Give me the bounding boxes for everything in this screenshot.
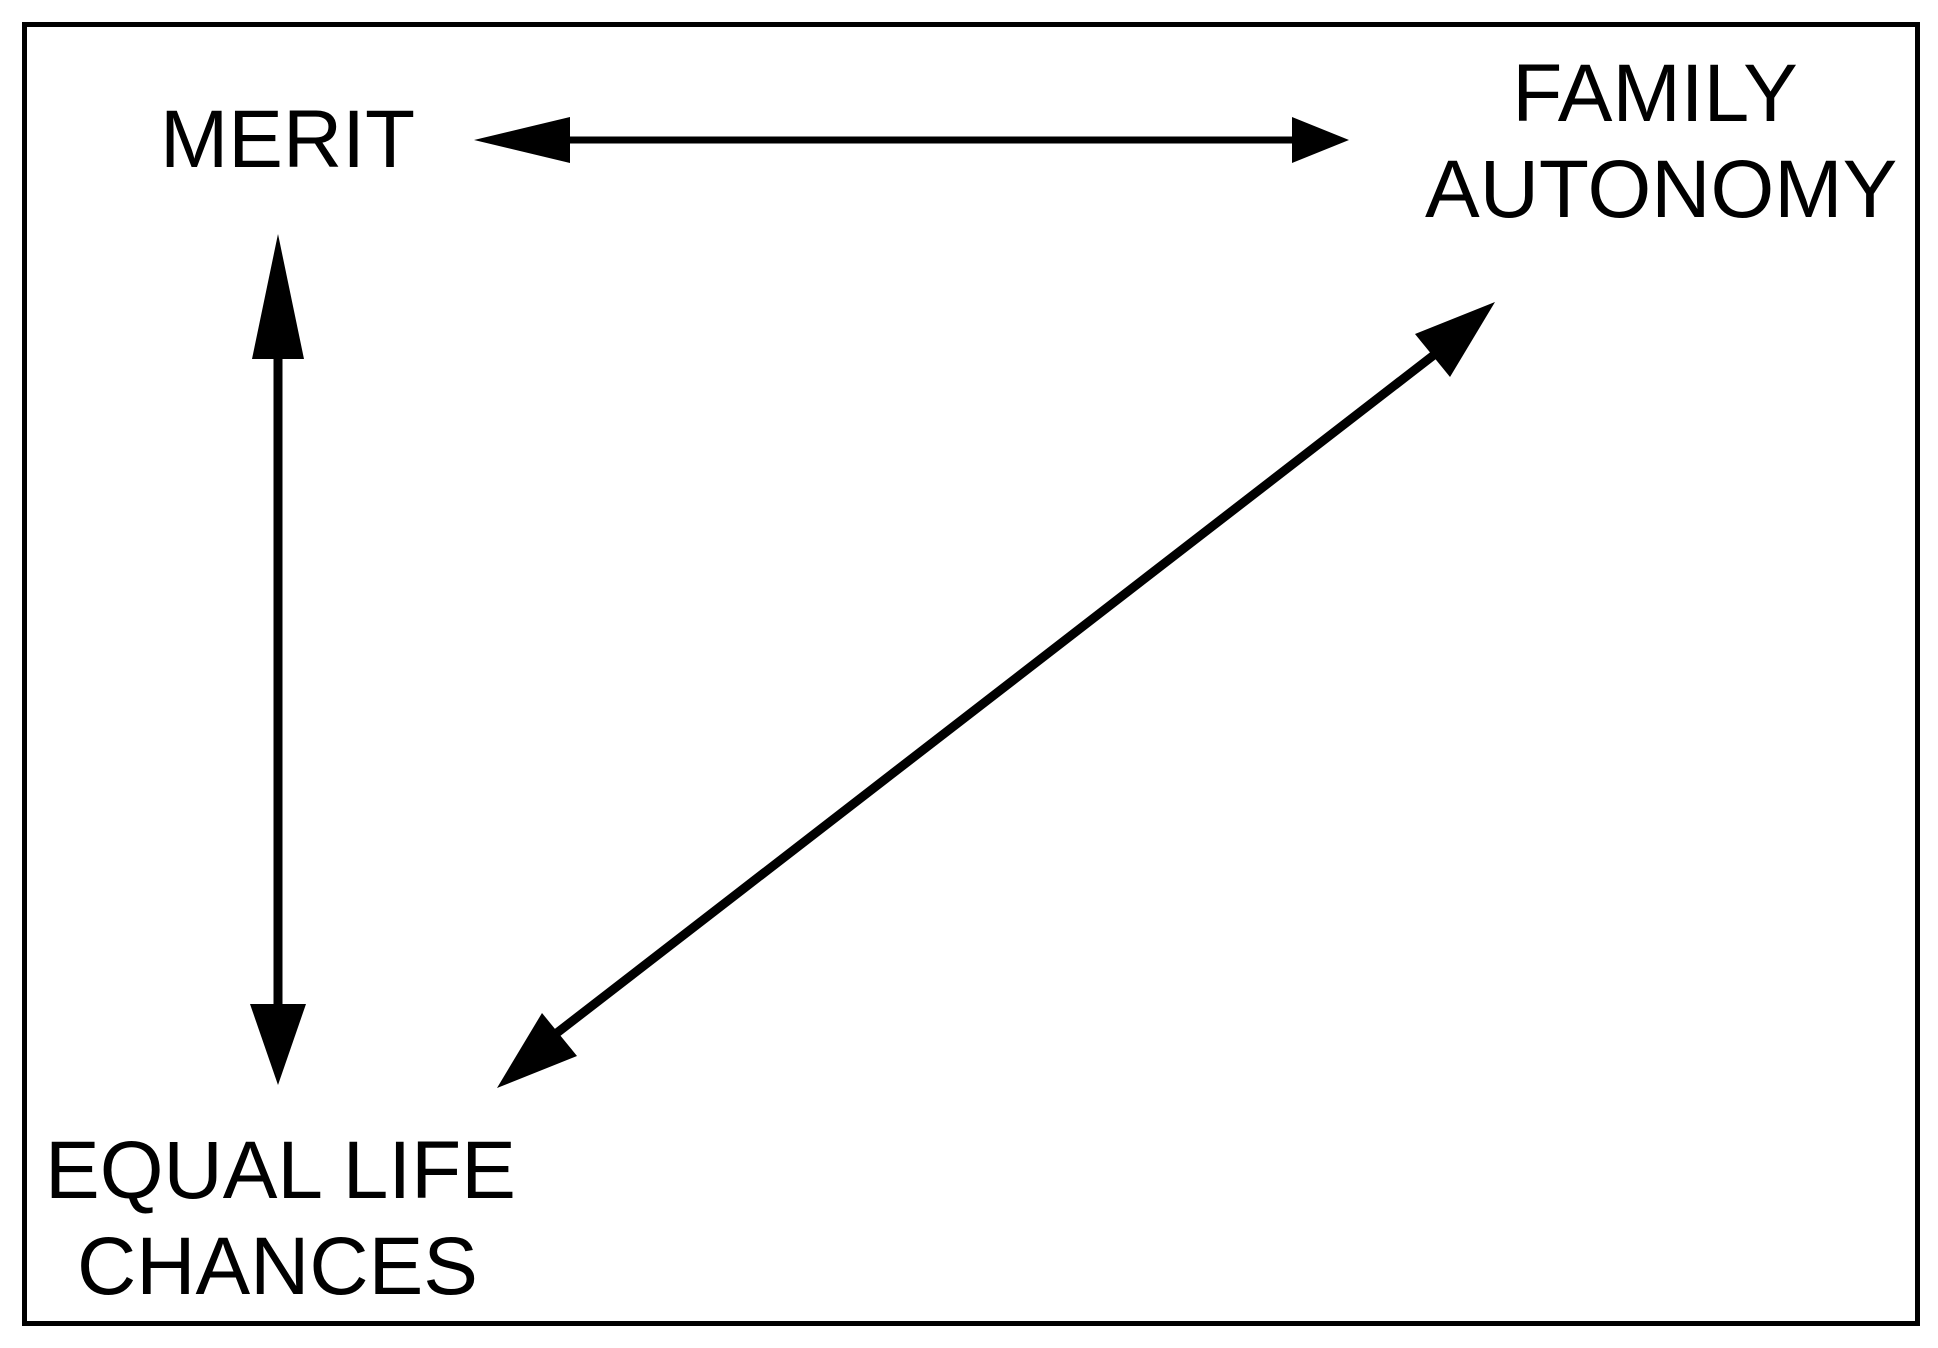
diagram-frame — [22, 22, 1920, 1326]
node-label-merit-line-1: MERIT — [160, 94, 416, 185]
arrowhead-lower-left-diagonal-body — [497, 1013, 577, 1088]
connector-equal-life-chances-family-autonomy — [497, 302, 1495, 1088]
connector-merit-family-autonomy — [474, 117, 1349, 163]
arrowhead-left-horizontal — [474, 117, 570, 163]
connector-line-diagonal — [537, 337, 1455, 1050]
arrowhead-bottom-vertical — [250, 1004, 306, 1085]
arrowhead-top-vertical — [252, 234, 304, 359]
connector-merit-equal-life-chances — [250, 234, 306, 1085]
arrowhead-upper-right-diagonal-body — [1415, 302, 1495, 377]
node-label-equal-life-chances-line-2: CHANCES — [77, 1221, 478, 1312]
arrowhead-right-horizontal — [1292, 117, 1349, 163]
node-label-family-autonomy: FAMILY AUTONOMY — [1425, 46, 1898, 238]
node-label-family-autonomy-line-1: FAMILY — [1512, 48, 1798, 139]
node-label-family-autonomy-line-2: AUTONOMY — [1425, 144, 1898, 235]
node-label-equal-life-chances-line-1: EQUAL LIFE — [45, 1125, 516, 1216]
node-label-equal-life-chances: EQUAL LIFE CHANCES — [45, 1123, 516, 1315]
node-label-merit: MERIT — [160, 92, 415, 188]
